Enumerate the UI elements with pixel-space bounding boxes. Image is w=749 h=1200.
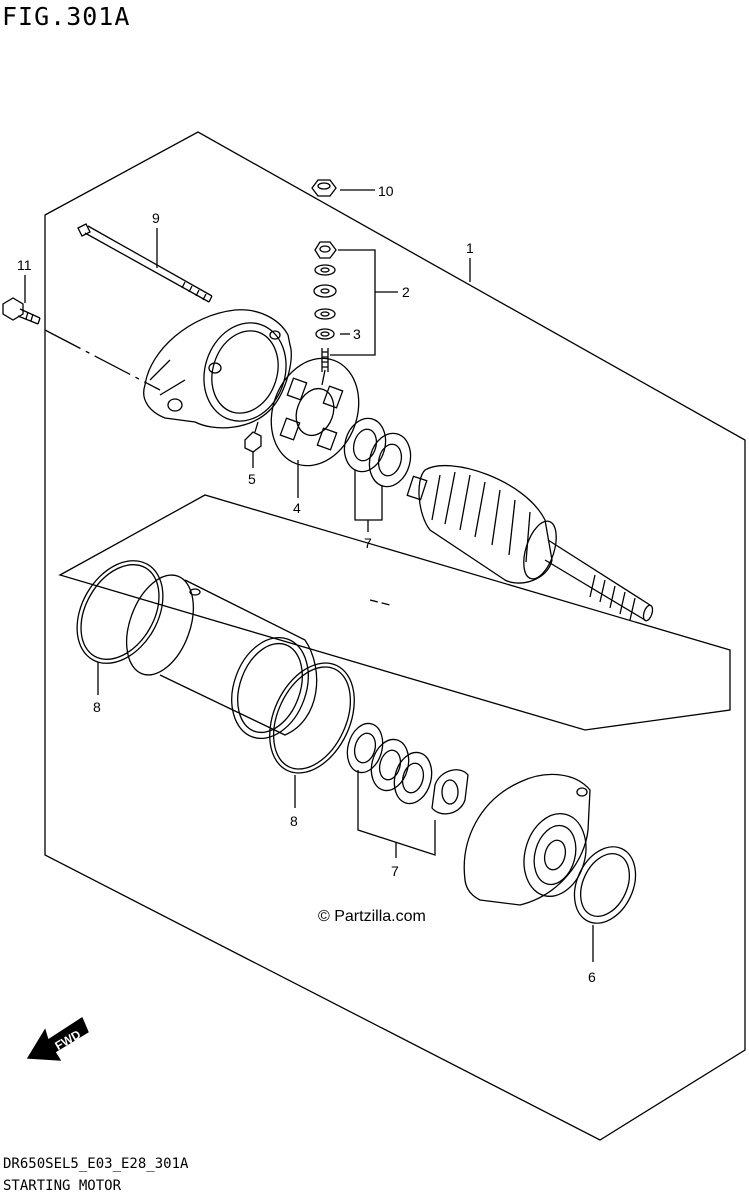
callout-9: 9 [152, 210, 160, 226]
callout-6: 6 [588, 969, 596, 985]
callout-10: 10 [378, 183, 394, 199]
watermark: © Partzilla.com [318, 908, 426, 925]
callout-7-lower: 7 [391, 863, 399, 879]
forward-direction-arrow [26, 1017, 89, 1061]
assembly-axis-line-lower [369, 599, 391, 606]
assembly-axis-line [44, 329, 161, 391]
callout-7-upper: 7 [364, 535, 372, 551]
callout-8-left: 8 [93, 699, 101, 715]
washers-lower-part-7 [346, 722, 469, 815]
assembly-outline [44, 131, 746, 1141]
callout-numbers: 1 2 3 4 5 6 7 7 8 8 9 10 11 [17, 183, 596, 985]
callout-5: 5 [248, 471, 256, 487]
o-ring-right-part-8 [269, 662, 355, 774]
terminal-hardware-stack [313, 241, 337, 372]
front-housing [463, 773, 591, 906]
yoke-housing [126, 574, 318, 740]
leader-lines [24, 189, 594, 962]
section-name: STARTING MOTOR [3, 1178, 122, 1194]
armature-assembly-box [58, 494, 731, 731]
callout-11: 11 [17, 257, 32, 273]
clip-part-5 [244, 421, 262, 453]
rear-housing [143, 309, 292, 429]
armature [406, 465, 654, 622]
callout-4: 4 [293, 500, 301, 516]
bolt-part-11 [2, 297, 41, 325]
callout-1: 1 [466, 240, 474, 256]
brush-holder-part-4 [270, 357, 360, 467]
figure-title: FIG.301A [2, 2, 131, 31]
model-code: DR650SEL5_E03_E28_301A [3, 1156, 189, 1172]
o-ring-part-6 [573, 846, 637, 924]
washers-upper-part-7 [343, 417, 412, 488]
nut-part-10 [311, 179, 337, 197]
callout-8-right: 8 [290, 813, 298, 829]
callout-3: 3 [353, 326, 361, 342]
long-bolt-part-9 [77, 223, 213, 303]
o-ring-left-part-8 [76, 560, 164, 664]
callout-2: 2 [402, 284, 410, 300]
